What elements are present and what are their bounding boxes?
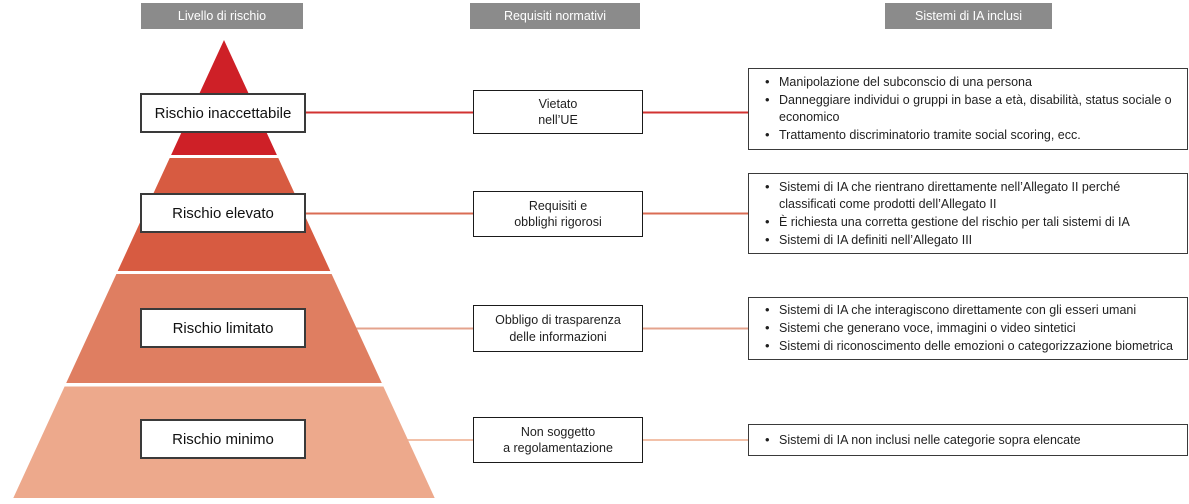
header-ai-systems-included: Sistemi di IA inclusi <box>885 3 1052 29</box>
systems-box-limited: Sistemi di IA che interagiscono direttam… <box>748 297 1188 360</box>
requirement-box-unacceptable: Vietato nell’UE <box>473 90 643 134</box>
requirement-box-limited: Obbligo di trasparenza delle informazion… <box>473 305 643 352</box>
list-item: Trattamento discriminatorio tramite soci… <box>765 126 1177 144</box>
list-item: Sistemi di IA che rientrano direttamente… <box>765 178 1177 213</box>
requirement-line: obblighi rigorosi <box>514 215 602 229</box>
risk-box-unacceptable: Rischio inaccettabile <box>140 93 306 133</box>
requirement-line: Obbligo di trasparenza <box>495 313 621 327</box>
systems-box-minimal: Sistemi di IA non inclusi nelle categori… <box>748 424 1188 456</box>
risk-box-high: Rischio elevato <box>140 193 306 233</box>
systems-list: Sistemi di IA non inclusi nelle categori… <box>749 431 1187 450</box>
requirement-line: nell’UE <box>538 113 578 127</box>
systems-box-unacceptable: Manipolazione del subconscio di una pers… <box>748 68 1188 150</box>
requirement-box-high: Requisiti e obblighi rigorosi <box>473 191 643 237</box>
requirement-box-minimal: Non soggetto a regolamentazione <box>473 417 643 463</box>
risk-box-limited: Rischio limitato <box>140 308 306 348</box>
requirement-line: Non soggetto <box>520 424 596 439</box>
list-item: Sistemi che generano voce, immagini o vi… <box>765 319 1177 337</box>
header-regulatory-requirements: Requisiti normativi <box>470 3 640 29</box>
systems-list: Sistemi di IA che interagiscono direttam… <box>749 301 1187 356</box>
requirement-line: Vietato <box>538 96 578 111</box>
requirement-line: a regolamentazione <box>503 441 613 455</box>
list-item: Sistemi di IA non inclusi nelle categori… <box>765 431 1177 449</box>
requirement-line: Requisiti e <box>528 198 588 213</box>
requirement-line: delle informazioni <box>509 329 607 344</box>
systems-list: Sistemi di IA che rientrano direttamente… <box>749 178 1187 250</box>
list-item: Danneggiare individui o gruppi in base a… <box>765 91 1177 126</box>
list-item: Manipolazione del subconscio di una pers… <box>765 73 1177 91</box>
list-item: Sistemi di riconoscimento delle emozioni… <box>765 337 1177 355</box>
systems-box-high: Sistemi di IA che rientrano direttamente… <box>748 173 1188 254</box>
list-item: Sistemi di IA che interagiscono direttam… <box>765 301 1177 319</box>
risk-box-minimal: Rischio minimo <box>140 419 306 459</box>
header-risk-level: Livello di rischio <box>141 3 303 29</box>
list-item: È richiesta una corretta gestione del ri… <box>765 213 1177 231</box>
list-item: Sistemi di IA definiti nell’Allegato III <box>765 231 1177 249</box>
systems-list: Manipolazione del subconscio di una pers… <box>749 73 1187 145</box>
